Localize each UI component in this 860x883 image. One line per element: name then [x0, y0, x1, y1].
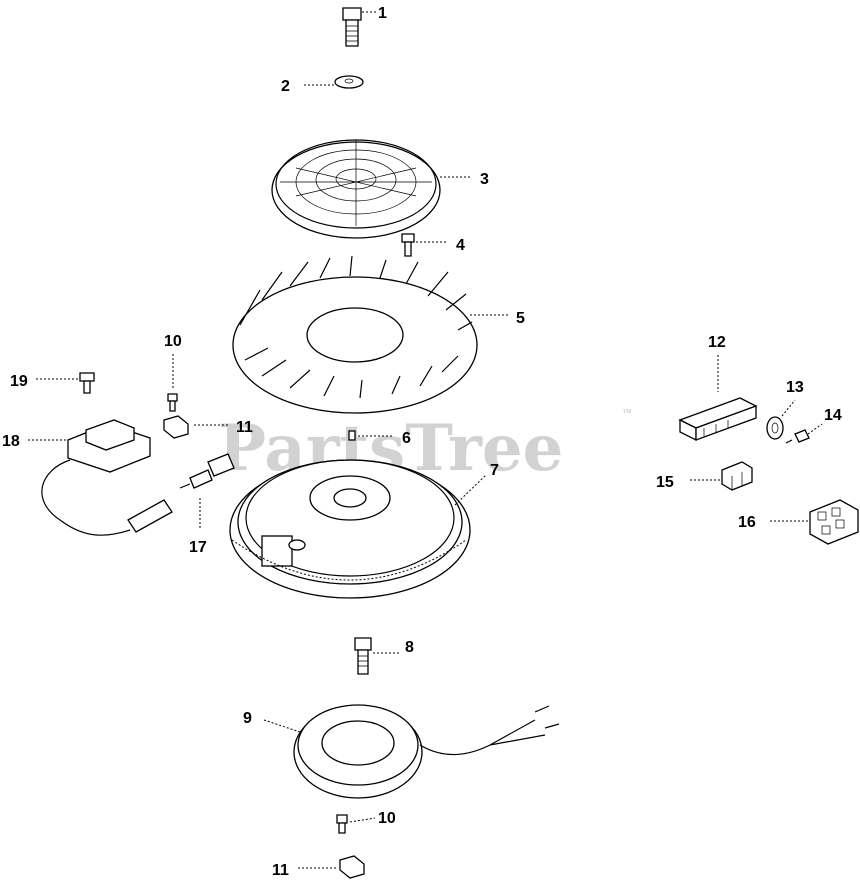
part-8-bolt[interactable]: [354, 637, 372, 675]
leader-10-bottom: [349, 817, 376, 823]
leader-9: [263, 719, 301, 733]
callout-7: 7: [490, 462, 499, 479]
part-1-bolt[interactable]: [342, 7, 362, 47]
part-15-connector[interactable]: [721, 461, 753, 491]
callout-11-bottom: 11: [272, 862, 289, 879]
leader-14: [807, 423, 823, 435]
part-12-rectifier[interactable]: [678, 397, 758, 442]
callout-5: 5: [516, 310, 525, 327]
part-11-clip-upper[interactable]: [163, 415, 189, 439]
callout-13: 13: [786, 379, 804, 396]
callout-16: 16: [738, 514, 756, 531]
part-17-spark-plug[interactable]: [179, 453, 235, 489]
callout-18: 18: [2, 433, 20, 450]
callout-2: 2: [281, 78, 290, 95]
part-14-screw[interactable]: [785, 429, 810, 444]
leader-13: [781, 399, 796, 417]
callout-8: 8: [405, 639, 414, 656]
part-9-stator[interactable]: [293, 704, 560, 799]
part-7-flywheel[interactable]: [229, 459, 471, 599]
part-10-screw-upper[interactable]: [167, 393, 178, 412]
callout-17: 17: [189, 539, 207, 556]
part-16-connector[interactable]: [809, 499, 859, 545]
callout-6: 6: [402, 430, 411, 447]
part-19-screw[interactable]: [79, 372, 95, 394]
callout-10-upper: 10: [164, 333, 182, 350]
part-11-clip-bottom[interactable]: [339, 855, 365, 879]
callout-9: 9: [243, 710, 252, 727]
callout-labels: 1 2 3 4 5 6 7 8 9 10 11 12 13 14 15 16 1…: [2, 5, 842, 879]
part-10-screw-bottom[interactable]: [336, 814, 348, 834]
part-2-washer[interactable]: [334, 75, 364, 89]
leader-7: [454, 474, 487, 506]
callout-12: 12: [708, 334, 726, 351]
callout-15: 15: [656, 474, 674, 491]
part-3-grass-screen[interactable]: [271, 139, 441, 239]
callout-10-bottom: 10: [378, 810, 396, 827]
callout-19: 19: [10, 373, 28, 390]
callout-3: 3: [480, 171, 489, 188]
callout-11-upper: 11: [236, 419, 253, 436]
callout-4: 4: [456, 237, 465, 254]
part-5-cooling-fan[interactable]: [232, 255, 478, 414]
watermark-trademark: ™: [622, 408, 632, 419]
part-4-screw[interactable]: [401, 233, 415, 257]
part-13-washer[interactable]: [766, 416, 784, 440]
part-6-key[interactable]: [348, 430, 356, 441]
callout-14: 14: [824, 407, 842, 424]
callout-1: 1: [378, 5, 387, 22]
part-18-ignition-coil[interactable]: [41, 419, 173, 536]
